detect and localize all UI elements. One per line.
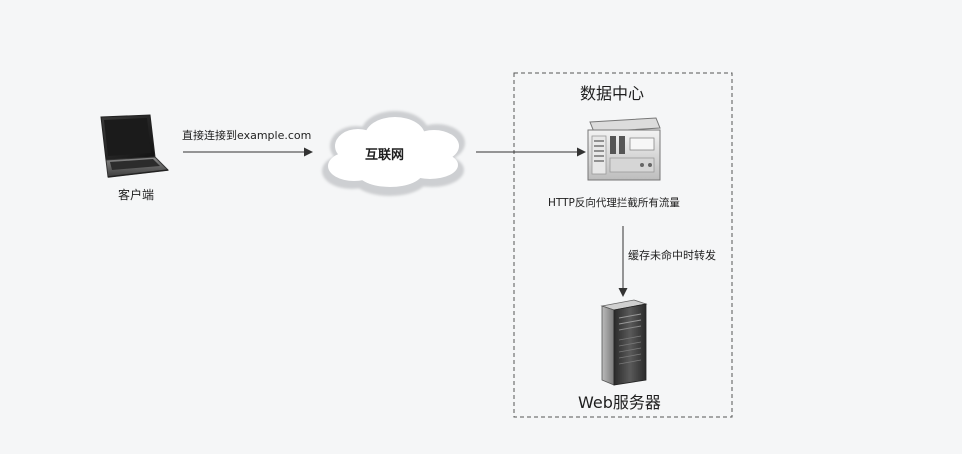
laptop-icon — [100, 114, 170, 178]
datacenter-title: 数据中心 — [580, 84, 645, 103]
proxy-label: HTTP反向代理拦截所有流量 — [548, 197, 680, 209]
tower-server-icon — [600, 299, 648, 386]
client-connection-label: 直接连接到example.com — [182, 129, 312, 142]
client-label: 客户端 — [118, 188, 155, 202]
proxy-server-icon — [587, 117, 661, 181]
cloud-icon — [322, 111, 465, 196]
cache-miss-label: 缓存未命中时转发 — [628, 249, 716, 262]
webserver-label: Web服务器 — [578, 393, 661, 412]
datacenter-boundary — [513, 72, 733, 418]
internet-label: 互联网 — [365, 148, 405, 163]
